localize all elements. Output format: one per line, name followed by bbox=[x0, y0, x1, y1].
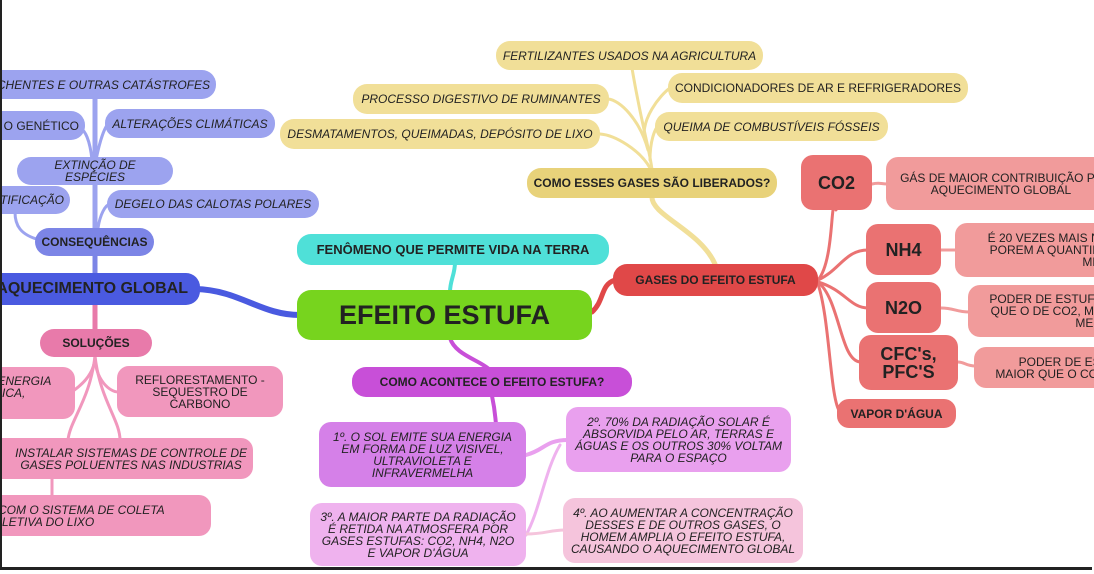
consequencia-item[interactable]: O GENÉTICO bbox=[0, 111, 85, 140]
solucao-item[interactable]: REFLORESTAMENTO - SEQUESTRO DE CARBONO bbox=[117, 366, 283, 417]
solucao-item[interactable]: R COM O SISTEMA DE COLETA SELETIVA DO LI… bbox=[0, 495, 211, 536]
gas-n2o-desc[interactable]: PODER DE ESTUFA QUE O DE CO2, MA MEN bbox=[968, 285, 1094, 337]
consequencia-item[interactable]: EXTINÇÃO DE ESPÉCIES bbox=[17, 157, 173, 185]
gas-co2[interactable]: CO2 bbox=[801, 155, 872, 210]
liberados-item[interactable]: PROCESSO DIGESTIVO DE RUMINANTES bbox=[353, 84, 609, 114]
consequencia-item[interactable]: DEGELO DAS CALOTAS POLARES bbox=[107, 190, 319, 218]
liberados-item[interactable]: DESMATAMENTOS, QUEIMADAS, DEPÓSITO DE LI… bbox=[280, 119, 600, 149]
solucoes-node[interactable]: SOLUÇÕES bbox=[40, 329, 152, 357]
aquecimento-node[interactable]: AQUECIMENTO GLOBAL bbox=[0, 273, 200, 305]
como-node[interactable]: COMO ACONTECE O EFEITO ESTUFA? bbox=[352, 367, 632, 397]
central-node[interactable]: EFEITO ESTUFA bbox=[297, 290, 592, 340]
consequencias-node[interactable]: CONSEQUÊNCIAS bbox=[35, 228, 154, 256]
consequencia-item[interactable]: CHENTES E OUTRAS CATÁSTROFES bbox=[0, 70, 216, 99]
liberados-item[interactable]: FERTILIZANTES USADOS NA AGRICULTURA bbox=[496, 41, 763, 70]
gas-nh4-desc[interactable]: É 20 VEZES MAIS NO POREM A QUANTIDA MEN bbox=[955, 223, 1094, 277]
fenomeno-node[interactable]: FENÔMENO QUE PERMITE VIDA NA TERRA bbox=[297, 234, 609, 265]
solucao-item[interactable]: E ENERGIA OLICA, Z bbox=[0, 367, 75, 419]
como-step[interactable]: 1º. O SOL EMITE SUA ENERGIA EM FORMA DE … bbox=[319, 422, 526, 487]
como-step[interactable]: 2º. 70% DA RADIAÇÃO SOLAR É ABSORVIDA PE… bbox=[566, 407, 791, 472]
liberados-item[interactable]: CONDICIONADORES DE AR E REFRIGERADORES bbox=[668, 73, 968, 103]
como-step[interactable]: 4º. AO AUMENTAR A CONCENTRAÇÃO DESSES E … bbox=[563, 498, 803, 563]
gas-co2-desc[interactable]: GÁS DE MAIOR CONTRIBUIÇÃO PA AQUECIMENTO… bbox=[886, 157, 1094, 210]
gases-node[interactable]: GASES DO EFEITO ESTUFA bbox=[613, 264, 818, 296]
liberados-item[interactable]: QUEIMA DE COMBUSTÍVEIS FÓSSEIS bbox=[655, 112, 888, 141]
consequencia-item[interactable]: TIFICAÇÃO bbox=[0, 186, 70, 214]
gas-n2o[interactable]: N2O bbox=[866, 282, 941, 333]
como-step[interactable]: 3º. A MAIOR PARTE DA RADIAÇÃO É RETIDA N… bbox=[310, 503, 526, 566]
solucao-item[interactable]: INSTALAR SISTEMAS DE CONTROLE DE GASES P… bbox=[0, 438, 253, 479]
liberados-node[interactable]: COMO ESSES GASES SÃO LIBERADOS? bbox=[527, 168, 777, 198]
gas-cfc-desc[interactable]: PODER DE EST MAIOR QUE O CO2, bbox=[974, 347, 1094, 388]
gas-vapor[interactable]: VAPOR D'ÁGUA bbox=[837, 399, 956, 428]
gas-cfc[interactable]: CFC's, PFC'S bbox=[859, 335, 958, 390]
gas-nh4[interactable]: NH4 bbox=[866, 224, 941, 275]
consequencia-item[interactable]: ALTERAÇÕES CLIMÁTICAS bbox=[105, 109, 275, 138]
